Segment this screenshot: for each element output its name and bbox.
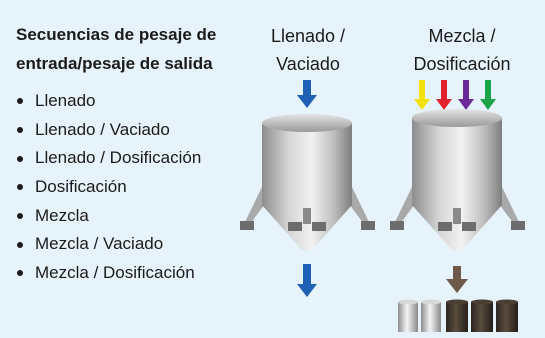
silo-left	[240, 80, 375, 297]
list-item: Llenado / Vaciado	[14, 116, 201, 145]
bullet-icon	[17, 241, 23, 248]
silo-left-body	[262, 123, 352, 205]
ingredient-arrow-purple-icon	[458, 80, 474, 110]
drum-icon	[471, 299, 493, 332]
bullet-icon	[17, 127, 23, 134]
silo-right-label-line-1: Mezcla /	[428, 26, 496, 46]
load-cell-icon	[438, 222, 452, 231]
ingredient-arrow-green-icon	[480, 80, 496, 110]
bullet-icon	[17, 213, 23, 220]
silo-left-cone	[262, 205, 352, 250]
list-item: Llenado	[14, 87, 201, 116]
load-cell-icon	[312, 222, 326, 231]
bullet-icon	[17, 155, 23, 162]
list-item-label: Mezcla / Vaciado	[35, 234, 164, 254]
title-line-2: entrada/pesaje de salida	[16, 54, 213, 73]
drum-icon	[446, 299, 468, 332]
silo-right-label-line-2: Dosificación	[413, 54, 511, 74]
title-line-1: Secuencias de pesaje de	[16, 25, 217, 44]
silo-right-label: Mezcla / Dosificación	[400, 22, 524, 78]
bullet-icon	[17, 270, 23, 277]
drum-icon	[398, 299, 418, 332]
list-item: Llenado / Dosificación	[14, 144, 201, 173]
bullet-icon	[17, 184, 23, 191]
silo-right-lid	[412, 109, 502, 127]
fill-arrow-icon	[297, 80, 317, 108]
silo-right	[390, 80, 525, 332]
drum-row	[398, 299, 518, 332]
list-item-label: Mezcla / Dosificación	[35, 263, 195, 283]
list-item-label: Llenado / Dosificación	[35, 148, 202, 168]
list-item-label: Llenado	[35, 91, 96, 110]
silo-left-label: Llenado / Vaciado	[250, 22, 366, 78]
list-item: Mezcla	[14, 202, 201, 231]
sequence-list: Llenado Llenado / Vaciado Llenado / Dosi…	[14, 87, 201, 288]
load-cell-icon	[462, 222, 476, 231]
ingredient-arrow-yellow-icon	[414, 80, 430, 110]
silo-right-body	[412, 118, 502, 205]
dosing-arrow-icon	[446, 266, 468, 293]
silo-left-label-line-2: Vaciado	[276, 54, 340, 74]
ingredient-arrow-red-icon	[436, 80, 452, 110]
panel-title: Secuencias de pesaje de entrada/pesaje d…	[16, 20, 246, 78]
silo-left-label-line-1: Llenado /	[270, 26, 346, 46]
list-item-label: Mezcla	[35, 205, 89, 225]
list-item: Dosificación	[14, 173, 201, 202]
bullet-icon	[17, 98, 23, 105]
list-item-label: Llenado / Vaciado	[35, 119, 170, 139]
silo-left-lid	[262, 114, 352, 132]
drum-icon	[496, 299, 518, 332]
drum-icon	[421, 299, 441, 332]
empty-arrow-icon	[297, 264, 317, 297]
silo-right-cone	[412, 205, 502, 250]
load-cell-icon	[288, 222, 302, 231]
list-item: Mezcla / Vaciado	[14, 230, 201, 259]
list-item-label: Dosificación	[35, 177, 127, 197]
list-item: Mezcla / Dosificación	[14, 259, 201, 288]
